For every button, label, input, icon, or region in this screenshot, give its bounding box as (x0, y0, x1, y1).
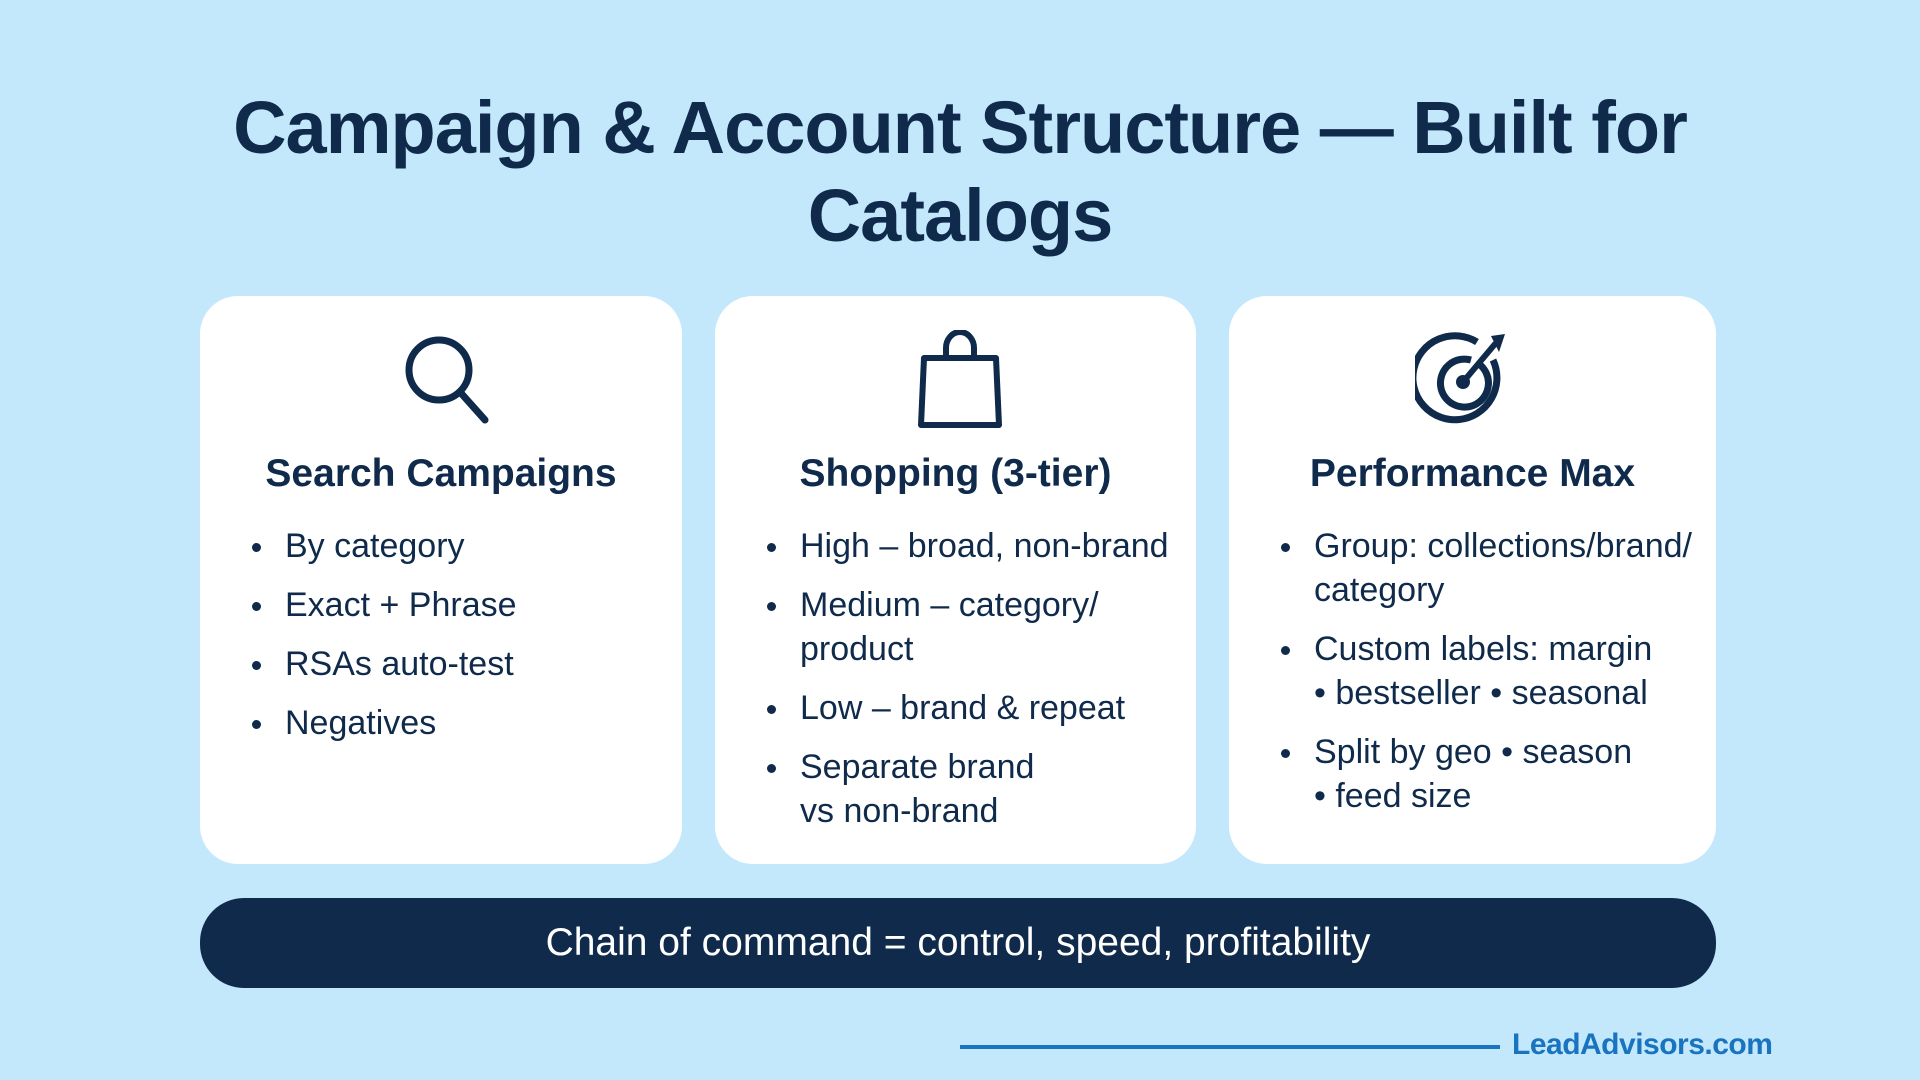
list-item: Split by geo • season • feed size (1229, 730, 1692, 818)
card-performance-max (1229, 296, 1716, 864)
bullet-text-continued: category (1314, 571, 1445, 609)
bullet-text: Low – brand & repeat (800, 689, 1126, 727)
bullet-text-continued: • feed size (1314, 777, 1472, 815)
bullet-text-continued: product (800, 630, 914, 668)
search-icon (405, 336, 489, 424)
bullet-text-continued: vs non-brand (800, 792, 999, 830)
bullet-text: Medium – category/ (800, 586, 1099, 624)
bullet-list: High – broad, non-brand Medium – categor… (715, 524, 1169, 848)
list-item: Negatives (200, 701, 517, 745)
card-heading: Performance Max (1309, 452, 1636, 495)
list-item: Medium – category/product (715, 583, 1169, 671)
bullet-text: By category (285, 527, 465, 565)
shopping-bag-icon (918, 330, 1002, 428)
brand-logo: LeadAdvisors.com (1512, 1028, 1773, 1061)
card-heading: Shopping (3-tier) (799, 452, 1112, 495)
card-search-campaigns (200, 296, 682, 864)
bullet-text: RSAs auto-test (285, 645, 514, 683)
card-shopping-content: Shopping (3-tier) High – broad, non-bran… (715, 296, 1196, 864)
bullet-text: Negatives (285, 704, 437, 742)
banner-text: Chain of command = control, speed, profi… (545, 921, 1371, 964)
list-item: RSAs auto-test (200, 642, 517, 686)
card-heading: Search Campaigns (265, 452, 617, 495)
divider-line (960, 1045, 1500, 1049)
bullet-list: Group: collections/brand/category Custom… (1229, 524, 1692, 833)
list-item: Custom labels: margin • bestseller • seas… (1229, 627, 1692, 715)
summary-banner: Chain of command = control, speed, profi… (200, 898, 1716, 988)
bullet-text-continued: • bestseller • seasonal (1314, 674, 1648, 712)
bullet-text: Group: collections/brand/ (1314, 527, 1692, 565)
bullet-text: Separate brand (800, 748, 1035, 786)
bullet-text: Custom labels: margin (1314, 630, 1653, 668)
list-item: Group: collections/brand/category (1229, 524, 1692, 612)
list-item: Separate brand vs non-brand (715, 745, 1169, 833)
bullet-text: Split by geo • season (1314, 733, 1633, 771)
title-line-2: Catalogs (807, 174, 1114, 257)
bullet-text: Exact + Phrase (285, 586, 517, 624)
bullet-list: By category Exact + Phrase RSAs auto-tes… (200, 524, 517, 760)
page-title: Campaign & Account Structure — Built for… (0, 84, 1920, 260)
list-item: Low – brand & repeat (715, 686, 1169, 730)
card-shopping (715, 296, 1196, 864)
list-item: Exact + Phrase (200, 583, 517, 627)
list-item: By category (200, 524, 517, 568)
bullet-text: High – broad, non-brand (800, 527, 1169, 565)
title-line-1: Campaign & Account Structure — Built for (233, 86, 1688, 169)
card-search-content: Search Campaigns By category Exact + Phr… (200, 296, 682, 864)
card-pmax-content: Performance Max Group: collections/brand… (1229, 296, 1716, 864)
list-item: High – broad, non-brand (715, 524, 1169, 568)
target-icon (1415, 332, 1505, 424)
